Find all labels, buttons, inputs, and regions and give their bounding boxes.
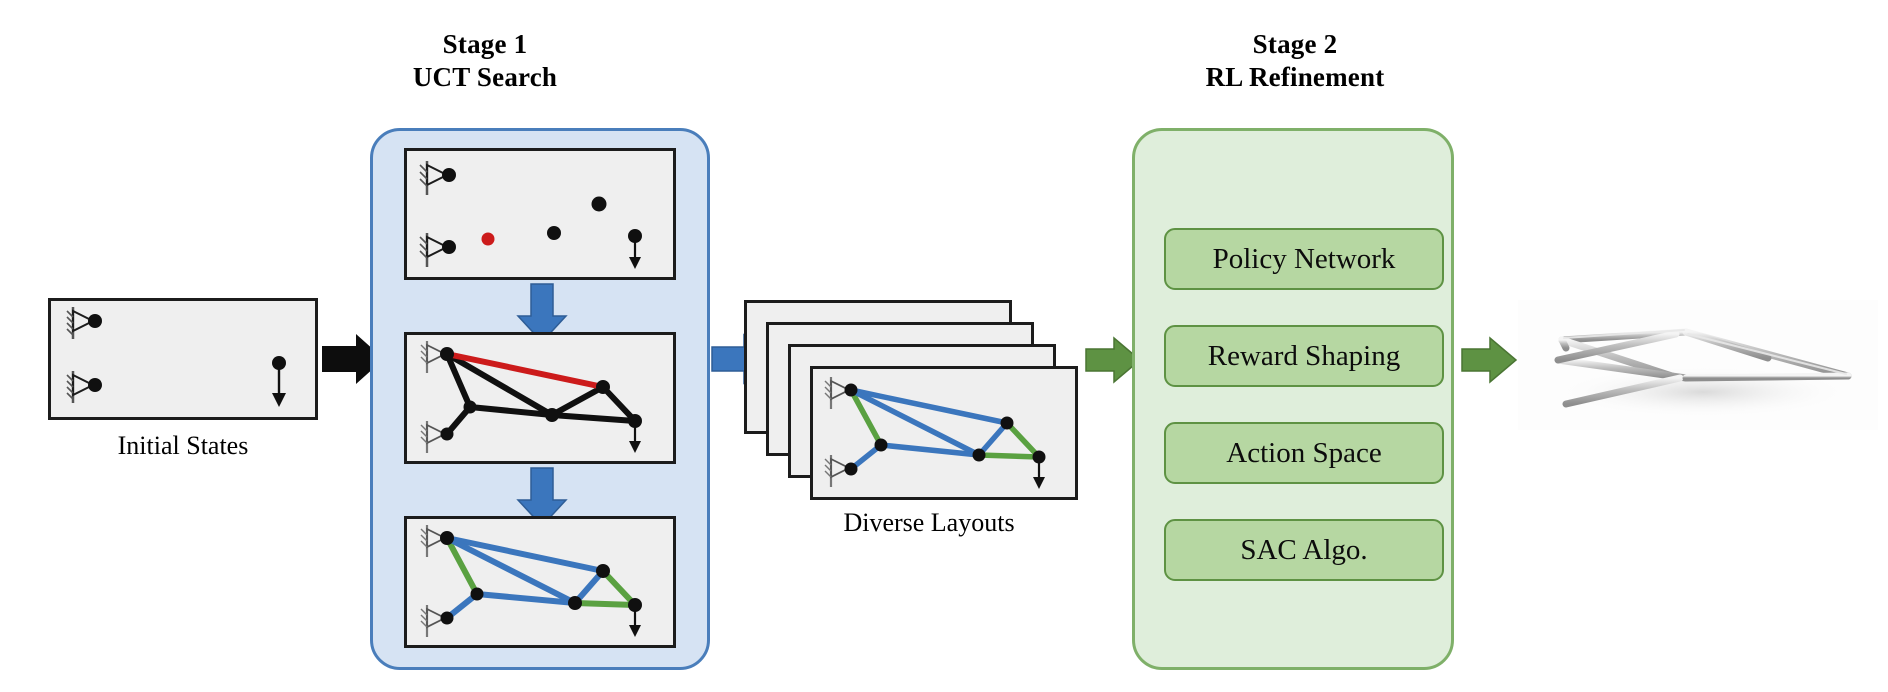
stage2-title: Stage 2 RL Refinement [1100, 28, 1490, 94]
stage2-item-policy-network[interactable]: Policy Network [1164, 228, 1444, 290]
pin-support-icon [420, 605, 448, 637]
layout-card-front-svg [824, 377, 1046, 489]
stage2-item-label: Policy Network [1212, 242, 1396, 275]
stage1-step3-panel [404, 516, 676, 648]
stage2-title-line2: RL Refinement [1205, 61, 1385, 92]
stage1-step2-panel [404, 332, 676, 464]
stage1-down-arrow-1 [516, 283, 568, 344]
stage1-step1-svg [419, 161, 642, 269]
truss-node [88, 314, 102, 328]
pin-support-icon [420, 525, 448, 557]
pin-support-icon [419, 161, 456, 195]
load-arrow-icon [1033, 461, 1045, 489]
pin-support-icon [66, 371, 102, 403]
diverse-layouts-group: Diverse Layouts [744, 300, 1094, 540]
truss-members-blue [848, 387, 1010, 472]
truss-members-green [848, 387, 1042, 460]
pin-support-icon [420, 341, 448, 373]
stage2-item-label: Action Space [1226, 436, 1382, 469]
load-arrow-icon [272, 356, 286, 407]
arrow-initial-to-stage1 [322, 334, 384, 384]
stage1-step1-panel [404, 148, 676, 280]
truss-members-green [444, 535, 638, 608]
pin-support-icon [824, 455, 852, 487]
load-arrow-icon [628, 229, 642, 269]
stage2-item-reward-shaping[interactable]: Reward Shaping [1164, 325, 1444, 387]
pin-support-icon [66, 307, 102, 339]
truss-nodes [440, 347, 642, 441]
initial-states-caption: Initial States [117, 431, 249, 460]
stage1-title-line1: Stage 1 [442, 29, 528, 59]
truss-node [547, 226, 561, 240]
stage2-item-action-space[interactable]: Action Space [1164, 422, 1444, 484]
layout-card-front [810, 366, 1078, 500]
stage2-item-label: Reward Shaping [1207, 339, 1401, 372]
result-truss-svg [1553, 328, 1853, 418]
truss-members-black [444, 351, 638, 437]
initial-states-group: Initial States [48, 298, 324, 478]
selected-member-red [444, 351, 606, 390]
load-arrow-icon [629, 609, 641, 637]
initial-states-panel [48, 298, 318, 420]
stage1-step3-svg [420, 525, 642, 637]
pin-support-icon [824, 377, 852, 409]
diverse-layouts-caption: Diverse Layouts [843, 508, 1015, 537]
arrow-stage2-to-result [1461, 336, 1518, 384]
candidate-node-red [481, 232, 495, 246]
stage2-item-sac-algo[interactable]: SAC Algo. [1164, 519, 1444, 581]
stage1-title-line2: UCT Search [412, 61, 558, 92]
load-arrow-icon [629, 425, 641, 453]
truss-node [88, 378, 102, 392]
pin-support-icon [419, 233, 456, 267]
truss-nodes [440, 531, 642, 625]
stage1-title: Stage 1 UCT Search [290, 28, 680, 94]
stage2-title-line1: Stage 2 [1252, 29, 1338, 59]
truss-nodes [844, 383, 1046, 476]
initial-states-svg [66, 307, 286, 407]
pin-support-icon [420, 421, 448, 453]
truss-members-blue [444, 535, 606, 621]
truss-node [591, 196, 607, 212]
stage1-step2-svg [420, 341, 642, 453]
stage2-panel [1132, 128, 1454, 670]
arrow-layouts-to-stage2 [1085, 336, 1142, 384]
stage2-item-label: SAC Algo. [1240, 533, 1368, 566]
stage1-down-arrow-2 [516, 467, 568, 528]
result-render [1518, 300, 1878, 430]
